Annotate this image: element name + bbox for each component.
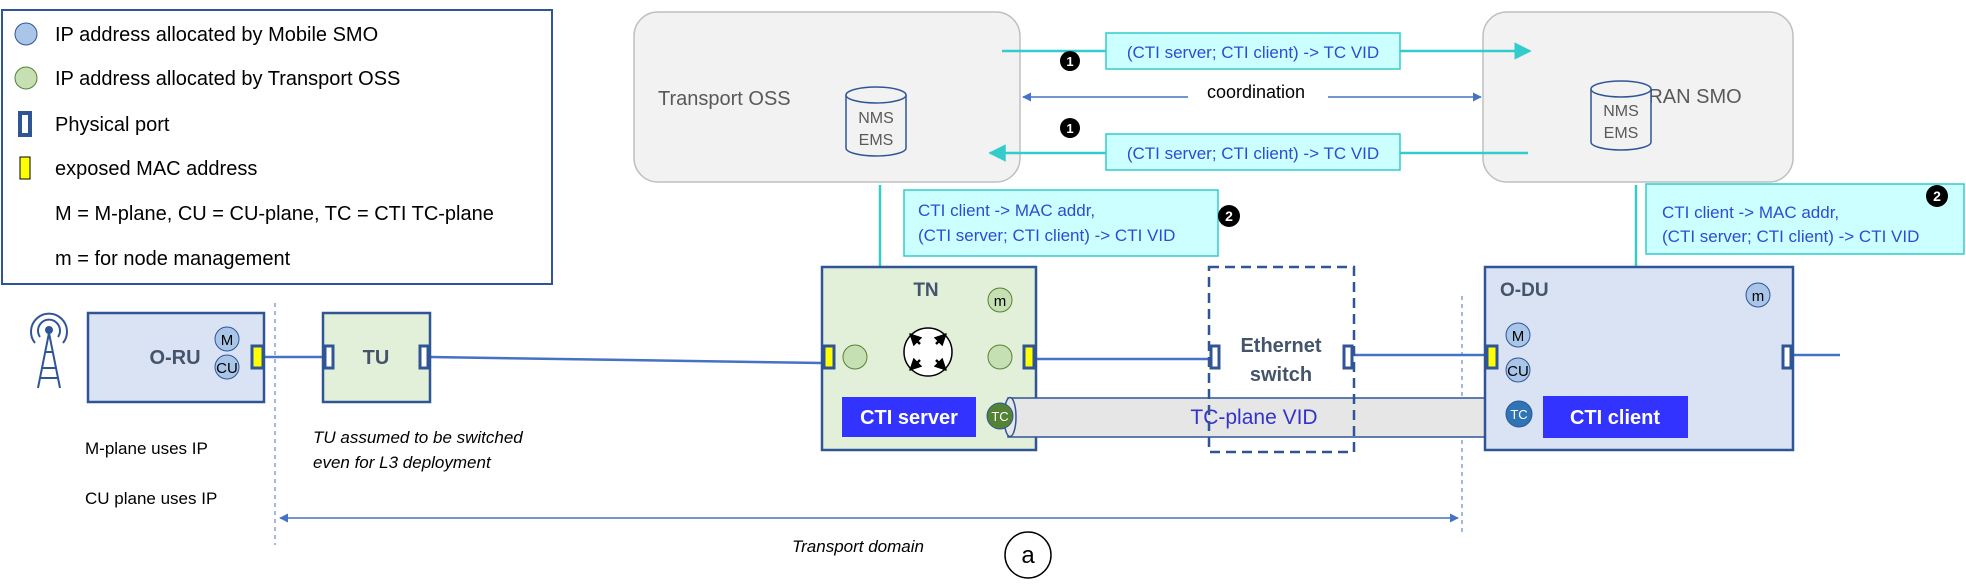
port-icon: [18, 111, 32, 137]
step2-tn-text: 2: [1225, 208, 1233, 224]
step2-odu-badge: [1926, 185, 1948, 207]
odu-cu-text: CU: [1507, 363, 1529, 380]
green-circle-icon: [14, 66, 38, 90]
cti-client-label: CTI client: [1570, 407, 1660, 429]
mac-icon: [19, 156, 31, 180]
odu-config-line1: CTI client -> MAC addr,: [1662, 203, 1839, 222]
odu-m-small-text: m: [1752, 288, 1765, 305]
tu-note-line1: TU assumed to be switched: [313, 428, 523, 447]
legend-mac-address: exposed MAC address: [55, 158, 257, 180]
transport-links: [264, 353, 1840, 365]
odu-node: O-DU m M CU TC CTI client: [1483, 265, 1795, 452]
transport-db-nms: NMS: [858, 110, 894, 127]
tn-config-box: [903, 189, 1219, 257]
antenna-icon: [30, 312, 68, 389]
odu-config-box: [1645, 183, 1965, 255]
tn-m-text: m: [994, 293, 1007, 310]
ran-nms-database-icon: [1590, 80, 1652, 151]
switch-line1: Ethernet: [1240, 335, 1321, 357]
odu-label: O-DU: [1500, 280, 1549, 301]
transport-oss-box: Transport OSS NMS EMS: [633, 11, 1021, 183]
tn-node: TN m CTI server: [820, 265, 1038, 452]
switch-port-right: [1342, 344, 1354, 370]
odu-m-circle: [1505, 322, 1531, 348]
odu-m-small-circle: [1745, 282, 1771, 308]
top-message-text: (CTI server; CTI client) -> TC VID: [1127, 43, 1379, 62]
tn-ip-right: [987, 344, 1013, 370]
tu-note-line2: even for L3 deployment: [313, 453, 492, 472]
tu-port-left: [323, 344, 335, 370]
step2-tn-badge: [1218, 205, 1240, 227]
transport-db-ems: EMS: [859, 132, 894, 149]
oru-m-circle: [214, 326, 240, 352]
tn-ip-left: [842, 344, 868, 370]
transport-nms-database-icon: [845, 86, 907, 157]
odu-m-text: M: [1512, 328, 1525, 345]
oru-label: O-RU: [149, 347, 200, 369]
step1-top-text: 1: [1066, 54, 1073, 69]
ran-db-nms: NMS: [1603, 103, 1639, 120]
oru-cu-text: CU: [216, 360, 238, 377]
tn-tc-circle: [986, 402, 1014, 430]
tu-port-right: [418, 344, 430, 370]
ran-smo-box: RAN SMO NMS EMS: [1482, 11, 1794, 183]
panel-label-text: a: [1021, 542, 1035, 569]
tn-m-circle: [987, 287, 1013, 313]
tn-mac-port-left: [822, 344, 836, 370]
switch-line2: switch: [1250, 364, 1312, 386]
tc-plane-tunnel: TC-plane VID: [1003, 396, 1503, 438]
oru-mac-port: [250, 344, 265, 370]
router-icon: [903, 327, 953, 377]
ran-smo-label: RAN SMO: [1648, 86, 1741, 108]
oru-node: O-RU M CU: [86, 311, 266, 404]
bottom-message-text: (CTI server; CTI client) -> TC VID: [1127, 144, 1379, 163]
ran-db-ems: EMS: [1604, 125, 1639, 142]
cti-server-box: [842, 397, 976, 437]
tu-node: TU: [321, 311, 432, 404]
legend-transport-oss: IP address allocated by Transport OSS: [55, 68, 400, 90]
odu-tc-circle: [1505, 400, 1533, 428]
coordination-label: coordination: [1207, 82, 1305, 102]
transport-domain-label: Transport domain: [792, 537, 924, 556]
odu-config-line2: (CTI server; CTI client) -> CTI VID: [1662, 227, 1919, 246]
odu-cu-circle: [1505, 357, 1531, 383]
panel-label-circle: [1004, 531, 1052, 579]
odu-port-right: [1781, 344, 1793, 370]
tn-label: TN: [913, 280, 938, 301]
blue-circle-icon: [14, 22, 38, 46]
legend-mobile-smo: IP address allocated by Mobile SMO: [55, 24, 378, 46]
tn-config-line2: (CTI server; CTI client) -> CTI VID: [918, 226, 1175, 245]
tn-config-line1: CTI client -> MAC addr,: [918, 201, 1095, 220]
tu-label: TU: [363, 347, 390, 369]
step1-bottom-text: 1: [1066, 121, 1073, 136]
mplane-note: M-plane uses IP: [85, 439, 208, 458]
legend-m-note: m = for node management: [55, 248, 291, 270]
top-message-box: [1105, 32, 1401, 70]
odu-tc-text: TC: [1510, 407, 1527, 422]
cti-client-box: [1543, 396, 1688, 438]
legend-abbrev: M = M-plane, CU = CU-plane, TC = CTI TC-…: [55, 203, 494, 225]
cti-server-label: CTI server: [860, 407, 958, 429]
legend-box: IP address allocated by Mobile SMO IP ad…: [1, 9, 553, 285]
tunnel-label: TC-plane VID: [1190, 406, 1317, 429]
cuplane-note: CU plane uses IP: [85, 489, 217, 508]
step1-top-badge: [1060, 51, 1080, 71]
step2-odu-text: 2: [1933, 188, 1941, 204]
legend-physical-port: Physical port: [55, 114, 170, 136]
oru-m-text: M: [221, 332, 234, 349]
transport-oss-label: Transport OSS: [658, 88, 791, 110]
ethernet-switch-node: Ethernet switch: [1207, 265, 1356, 454]
bottom-message-box: [1105, 133, 1401, 171]
odu-mac-port: [1485, 344, 1499, 370]
tn-tc-text: TC: [991, 409, 1008, 424]
oru-cu-circle: [214, 354, 240, 380]
tn-mac-port-right: [1022, 344, 1036, 370]
switch-port-left: [1209, 344, 1221, 370]
step1-bottom-badge: [1060, 118, 1080, 138]
